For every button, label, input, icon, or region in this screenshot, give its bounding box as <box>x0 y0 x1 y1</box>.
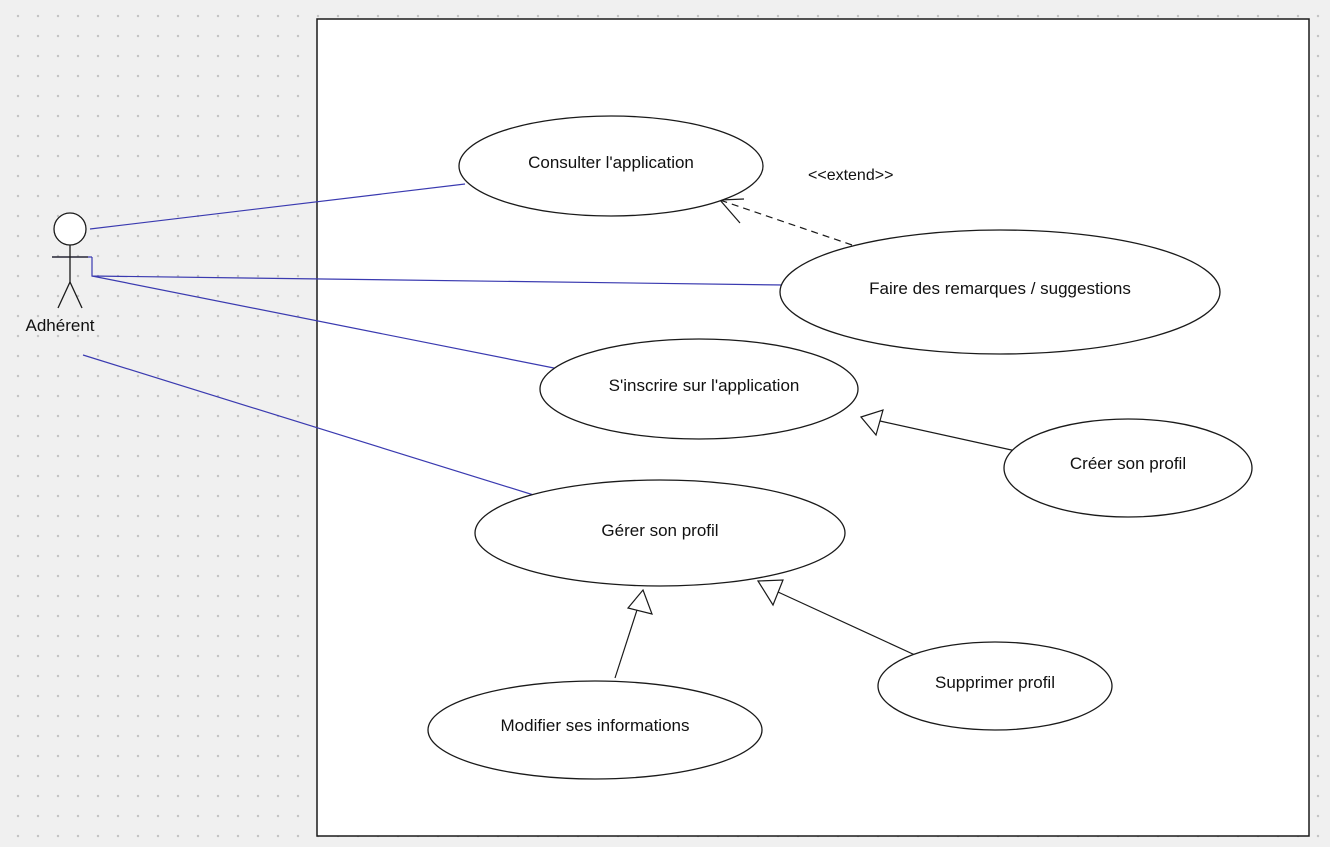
use-case-label: Modifier ses informations <box>501 716 690 735</box>
actor-label: Adhérent <box>26 316 95 335</box>
generalization-arrowhead <box>626 588 653 615</box>
use-case-label: Consulter l'application <box>528 153 694 172</box>
extend-stereotype-label: <<extend>> <box>808 167 893 184</box>
actor-adherent[interactable] <box>52 212 88 309</box>
use-case-inscrire[interactable]: S'inscrire sur l'application <box>539 338 859 440</box>
use-case-supprimer[interactable]: Supprimer profil <box>877 641 1113 731</box>
generalization-creer-inscrire <box>859 409 1017 452</box>
use-case-label: S'inscrire sur l'application <box>609 376 800 395</box>
use-case-consulter[interactable]: Consulter l'application <box>458 115 764 217</box>
use-case-creer[interactable]: Créer son profil <box>1003 418 1253 518</box>
generalization-modifier-gerer <box>614 588 653 679</box>
generalization-supprimer-gerer <box>756 579 916 656</box>
use-case-gerer[interactable]: Gérer son profil <box>474 479 846 587</box>
association-gerer <box>82 354 541 498</box>
use-case-label: Supprimer profil <box>935 673 1055 692</box>
association-consulter <box>89 183 466 230</box>
association-lines <box>52 183 785 498</box>
generalization-arrowhead <box>859 409 884 437</box>
stick-figure-icon <box>52 212 88 309</box>
use-case-remarques[interactable]: Faire des remarques / suggestions <box>779 229 1221 355</box>
use-case-modifier[interactable]: Modifier ses informations <box>427 680 763 780</box>
use-case-label: Gérer son profil <box>601 521 718 540</box>
association-inscrire <box>91 275 565 371</box>
generalization-arrowhead <box>756 579 784 607</box>
use-case-label: Créer son profil <box>1070 454 1186 473</box>
use-case-label: Faire des remarques / suggestions <box>869 279 1131 298</box>
